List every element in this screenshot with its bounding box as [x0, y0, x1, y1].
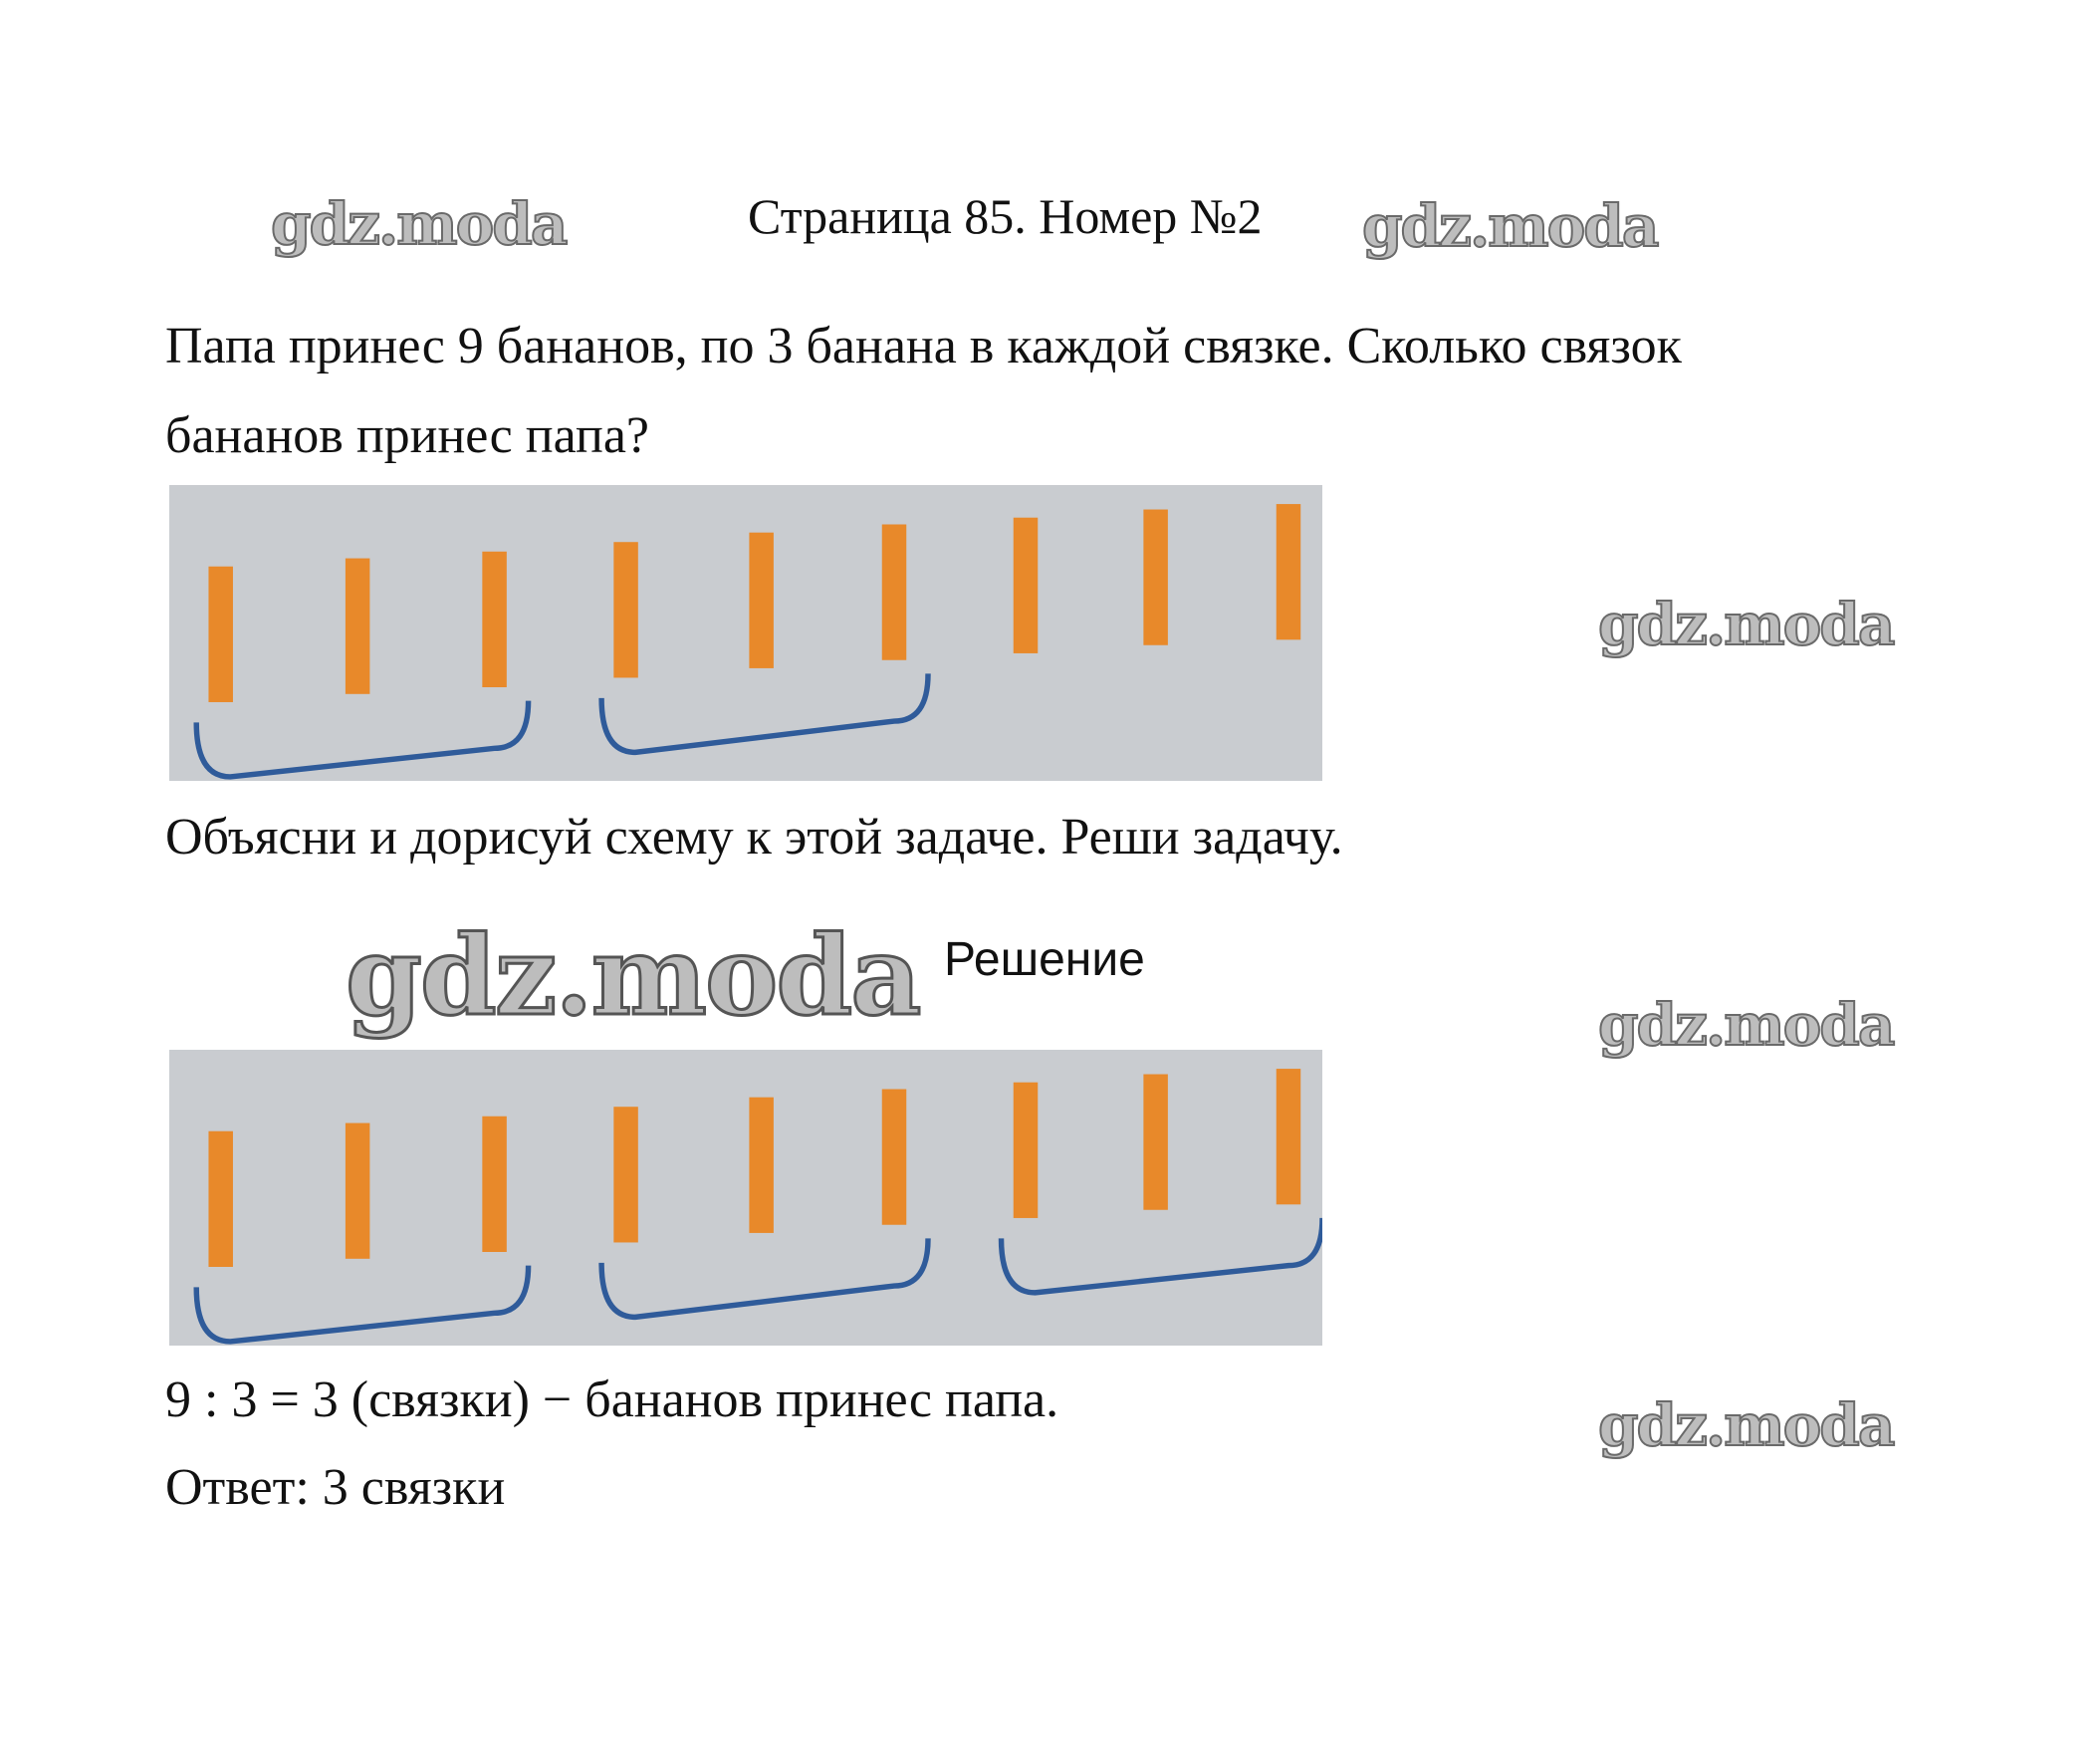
banana-bar: [1143, 509, 1168, 645]
instruction-text: Объясни и дорисуй схему к этой задаче. Р…: [165, 809, 1343, 866]
watermark: gdz.moda: [1597, 1391, 1896, 1459]
banana-bar: [881, 1089, 907, 1225]
answer-text: Ответ: 3 связки: [165, 1459, 506, 1516]
group-brace: [598, 1238, 931, 1321]
group-brace: [598, 673, 931, 756]
group-brace: [193, 700, 532, 780]
banana-bar: [613, 1107, 638, 1243]
watermark: gdz.moda: [270, 190, 569, 258]
banana-bar: [208, 566, 233, 702]
watermark-large: gdz.moda: [345, 911, 924, 1040]
solution-heading: Решение: [944, 933, 1145, 986]
banana-bar: [613, 542, 638, 678]
task-scheme-image: [169, 485, 1322, 781]
watermark: gdz.moda: [1597, 991, 1896, 1059]
banana-bar: [749, 532, 774, 668]
banana-bar: [345, 558, 370, 694]
group-brace: [193, 1265, 532, 1345]
page-title: Страница 85. Номер №2: [748, 188, 1263, 244]
banana-bar: [345, 1122, 370, 1259]
group-brace: [998, 1217, 1322, 1296]
banana-bar: [1143, 1074, 1168, 1210]
banana-bar: [881, 524, 907, 660]
banana-bar: [1013, 1082, 1039, 1218]
watermark: gdz.moda: [1597, 591, 1896, 658]
banana-bar: [1013, 517, 1039, 653]
task-text-line-1: Папа принес 9 бананов, по 3 банана в каж…: [165, 318, 1682, 374]
banana-bar: [482, 1116, 507, 1252]
banana-bar: [208, 1130, 233, 1267]
solution-scheme-image: [169, 1050, 1322, 1346]
banana-bar: [1276, 1069, 1301, 1205]
task-text-line-2: бананов принес папа?: [165, 407, 649, 464]
banana-bar: [1276, 504, 1301, 640]
banana-bar: [749, 1097, 774, 1233]
watermark: gdz.moda: [1361, 192, 1660, 260]
banana-bar: [482, 551, 507, 687]
solution-equation: 9 : 3 = 3 (связки) − бананов принес папа…: [165, 1371, 1059, 1428]
